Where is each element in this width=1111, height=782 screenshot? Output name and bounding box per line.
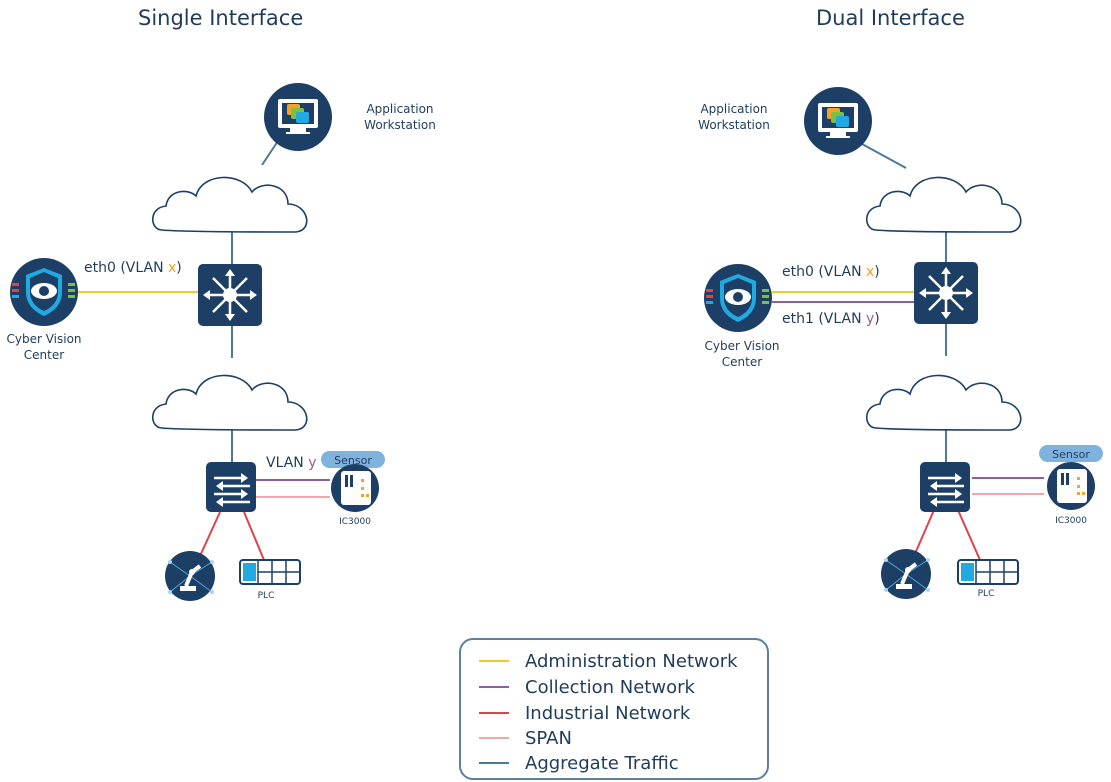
workstation-label-line1: Application xyxy=(366,102,433,116)
plc-label: PLC xyxy=(978,589,995,599)
legend-item-industrial: Industrial Network xyxy=(479,700,690,726)
plc-label: PLC xyxy=(258,591,275,601)
single-interface-group: Application Workstation xyxy=(6,83,436,601)
legend-item-span: SPAN xyxy=(479,725,572,751)
sensor-badge-label: Sensor xyxy=(334,454,372,467)
access-switch-icon xyxy=(206,462,256,512)
wan-cloud xyxy=(865,176,1022,233)
legend-swatch xyxy=(479,686,509,688)
ic3000-sensor-icon xyxy=(1047,462,1095,510)
access-switch-icon xyxy=(920,462,970,512)
eth0-label-prefix: eth0 (VLAN xyxy=(782,264,866,280)
workstation-label-line2: Workstation xyxy=(698,118,770,132)
eth1-label-suffix: ) xyxy=(874,311,879,327)
vlan-label-var: y xyxy=(308,455,316,471)
vlan-label-prefix: VLAN xyxy=(266,455,308,471)
workstation-label-line1: Application xyxy=(700,102,767,116)
link-workstation-cloud xyxy=(861,143,907,169)
link-industrial-plc xyxy=(243,511,265,561)
legend-swatch xyxy=(479,712,509,714)
core-switch-icon xyxy=(914,262,978,324)
cyber-vision-center-icon xyxy=(10,258,78,326)
center-label-line2: Center xyxy=(24,348,64,362)
sensor-badge xyxy=(321,451,385,468)
sensor-badge xyxy=(1039,445,1103,462)
eth0-label: eth0 (VLAN x) xyxy=(84,260,182,276)
ic3000-label: IC3000 xyxy=(339,517,371,527)
robot-arm-icon xyxy=(881,549,931,599)
legend: Administration Network Collection Networ… xyxy=(459,638,769,780)
ic3000-label: IC3000 xyxy=(1055,516,1087,526)
legend-item-administration: Administration Network xyxy=(479,648,738,674)
eth1-label-var: y xyxy=(866,311,874,327)
legend-item-aggregate: Aggregate Traffic xyxy=(479,750,679,776)
dual-interface-title: Dual Interface xyxy=(816,6,965,30)
application-workstation-icon xyxy=(264,83,332,151)
robot-arm-icon xyxy=(165,551,215,601)
core-switch-icon xyxy=(198,264,262,326)
vlan-y-label: VLAN y xyxy=(266,455,317,471)
center-label-line1: Cyber Vision xyxy=(704,339,779,353)
plc-icon xyxy=(957,559,1019,585)
site-cloud xyxy=(865,374,1022,431)
legend-label: Industrial Network xyxy=(525,702,691,724)
cyber-vision-center-icon xyxy=(704,264,772,332)
link-industrial-plc xyxy=(957,509,981,561)
single-interface-title: Single Interface xyxy=(138,6,304,30)
plc-icon xyxy=(239,559,301,585)
eth0-label-prefix: eth0 (VLAN xyxy=(84,260,168,276)
dual-interface-group: Application Workstation C xyxy=(698,87,1103,599)
site-cloud xyxy=(151,374,308,431)
sensor-badge-label: Sensor xyxy=(1052,448,1090,461)
legend-swatch xyxy=(479,737,509,739)
legend-label: Collection Network xyxy=(525,676,695,698)
link-industrial-robot xyxy=(913,509,935,557)
eth0-label-suffix: ) xyxy=(874,264,879,280)
legend-swatch xyxy=(479,762,509,764)
legend-swatch xyxy=(479,660,509,662)
eth1-label-prefix: eth1 (VLAN xyxy=(782,311,866,327)
eth0-label-var: x xyxy=(168,260,176,276)
legend-label: Aggregate Traffic xyxy=(525,752,679,774)
eth0-label-var: x xyxy=(866,264,874,280)
eth0-label: eth0 (VLAN x) xyxy=(782,264,880,280)
legend-label: SPAN xyxy=(525,727,572,749)
application-workstation-icon xyxy=(804,87,872,155)
legend-label: Administration Network xyxy=(525,650,738,672)
wan-cloud xyxy=(151,176,308,233)
center-label-line1: Cyber Vision xyxy=(6,332,81,346)
eth0-label-suffix: ) xyxy=(176,260,181,276)
ic3000-sensor-icon xyxy=(331,464,379,512)
center-label-line2: Center xyxy=(722,355,762,369)
workstation-label-line2: Workstation xyxy=(364,118,436,132)
eth1-label: eth1 (VLAN y) xyxy=(782,311,880,327)
legend-item-collection: Collection Network xyxy=(479,674,695,700)
link-industrial-robot xyxy=(199,511,221,557)
